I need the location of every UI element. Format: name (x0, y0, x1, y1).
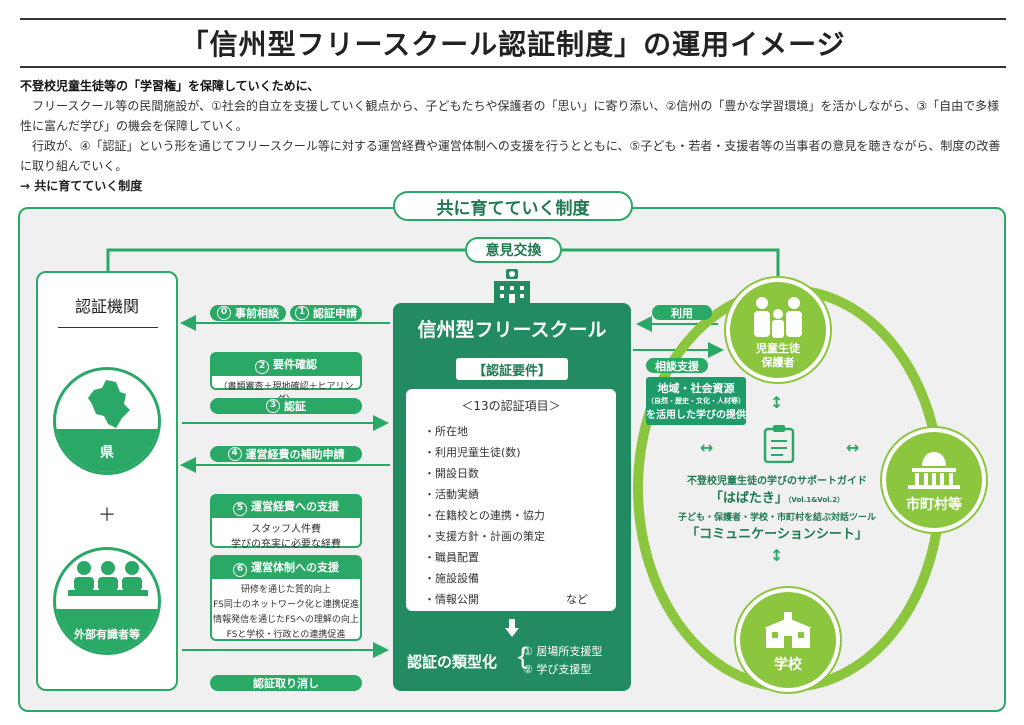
local-resources-tail: を活用した学びの提供 (646, 410, 746, 421)
flow-cost-item: スタッフ人件費 (251, 524, 321, 535)
support-guide-name: 「はばたき」 (709, 491, 788, 506)
type-option: ② 学び支援型 (523, 663, 592, 676)
flow-operation-system-support: 6 運営体制への支援 研修を通じた質的向上 FS同士のネットワーク化と連携促進 情… (210, 555, 362, 641)
flow-system-header: 6 運営体制への支援 (212, 557, 360, 579)
flow-num-5: 5 (233, 502, 247, 516)
flow-num-0: 0 (217, 306, 231, 320)
flow-cost-header: 5 運営経費への支援 (212, 496, 360, 518)
free-school-title: 信州型フリースクール (417, 319, 607, 341)
flow-num-4: 4 (227, 447, 242, 461)
use-label: 利用 (652, 305, 712, 320)
agency-title: 認証機関 (74, 297, 139, 316)
flow-system-item: 研修を通じた質的向上 (240, 585, 331, 595)
school-building-icon (764, 612, 812, 648)
city-label: 市町村等 (906, 497, 962, 513)
certification-agency: 認証機関 県 ＋ 外部有識者等 (36, 271, 178, 691)
parents-label: 児童生徒 保護者 (756, 342, 800, 369)
leftright-arrow-icon: ↔ (846, 438, 860, 457)
requirement-item: ・情報公開 (424, 593, 479, 606)
title-bar: 「信州型フリースクール認証制度」の運用イメージ (20, 18, 1006, 68)
flow-certify-label: 認証 (284, 400, 306, 413)
flow-prior-consult: 0 事前相談 (210, 305, 286, 321)
school-circle: 学校 (736, 588, 840, 692)
intro-lead: 不登校児童生徒等の「学習権」を保障していくために、 (20, 79, 320, 93)
flow-prior-consult-label: 事前相談 (235, 307, 279, 320)
people-meeting-icon (68, 561, 148, 596)
flow-num-2: 2 (255, 360, 269, 374)
down-arrow-icon (505, 619, 519, 637)
flow-requirement-label: 要件確認 (273, 358, 317, 371)
flow-operating-cost-support: 5 運営経費への支援 スタッフ人件費 学びの充実に必要な経費 (210, 494, 362, 550)
local-resources-title: 地域・社会資源 (657, 382, 735, 395)
flow-system-item: FSと学校・行政との連携促進 (226, 630, 346, 640)
leftright-arrow-icon: ↔ (700, 438, 714, 457)
comm-sheet-name: 「コミュニケーションシート」 (686, 527, 868, 542)
flow-cost-label: 運営経費への支援 (251, 500, 339, 513)
local-resources-sub: （自然・歴史・文化・人材等） (647, 397, 745, 405)
plus-sign: ＋ (98, 505, 116, 526)
flow-apply-label: 認証申請 (313, 307, 357, 320)
requirements-list: ＜13の認証項目＞ ・所在地 ・利用児童生徒(数) ・開設日数 ・活動実績 ・在… (406, 389, 616, 611)
intro-arrow-line: → 共に育てていく制度 (20, 179, 143, 193)
flow-system-label: 運営体制への支援 (251, 561, 339, 574)
requirement-item: ・開設日数 (424, 467, 479, 480)
requirement-etc: など (566, 593, 588, 606)
building-icon (494, 269, 530, 303)
requirement-item: ・支援方針・計画の策定 (424, 530, 545, 543)
support-guide-desc: 不登校児童生徒の学びのサポートガイド (687, 476, 867, 487)
city-circle: 市町村等 (882, 428, 986, 532)
flow-num-1: 1 (295, 306, 309, 320)
parents-circle: 児童生徒 保護者 (726, 278, 830, 382)
brace-icon: { (515, 643, 531, 671)
requirement-item: ・在籍校との連携・協力 (424, 509, 545, 522)
requirement-item: ・利用児童生徒(数) (424, 446, 521, 459)
agency-divider (58, 327, 158, 328)
requirements-label: 【認証要件】 (456, 358, 568, 380)
intro-para-2: 行政が、④「認証」という形を通じてフリースクール等に対する運営経費や運営体制への… (20, 139, 1001, 173)
prefecture-circle: 県 (53, 367, 161, 475)
requirement-item: ・施設設備 (424, 572, 479, 585)
flow-subsidy-apply-label: 運営経費の補助申請 (245, 448, 345, 461)
flow-cost-item: 学びの充実に必要な経費 (231, 539, 341, 550)
flow-num-3: 3 (266, 399, 280, 413)
requirements-heading: ＜13の認証項目＞ (461, 399, 561, 413)
updown-arrow-icon: ↕ (770, 393, 784, 412)
requirement-item: ・職員配置 (424, 551, 479, 564)
city-hall-icon (908, 452, 960, 489)
intro-para-1: フリースクール等の民間施設が、①社会的自立を支援していく観点から、子どもたちや保… (20, 99, 1000, 133)
clipboard-icon (763, 425, 795, 463)
flow-system-item: 情報発信を通じたFSへの理解の向上 (213, 615, 359, 625)
support-guide-title: 「はばたき」（Vol.1&Vol.2） (672, 487, 882, 506)
updown-arrow-icon: ↕ (770, 546, 784, 565)
school-label: 学校 (774, 657, 802, 673)
nagano-map-icon (88, 380, 130, 428)
page-title: 「信州型フリースクール認証制度」の運用イメージ (180, 28, 846, 61)
family-icon (754, 297, 802, 338)
requirement-item: ・所在地 (424, 425, 468, 438)
flow-revoke: 認証取り消し (210, 675, 362, 691)
certification-type-label: 認証の類型化 (407, 653, 498, 671)
comm-sheet-desc: 子ども・保護者・学校・市町村を結ぶ対話ツール (677, 513, 876, 523)
experts-circle: 外部有識者等 (53, 547, 161, 655)
intro-text: 不登校児童生徒等の「学習権」を保障していくために、 フリースクール等の民間施設が… (20, 76, 1010, 196)
flow-num-6: 6 (233, 563, 247, 577)
top-label: 共に育てていく制度 (393, 191, 633, 221)
prefecture-label: 県 (100, 445, 114, 461)
support-guide: 不登校児童生徒の学びのサポートガイド 「はばたき」（Vol.1&Vol.2） 子… (672, 472, 882, 542)
local-resources-box: 地域・社会資源 （自然・歴史・文化・人材等） を活用した学びの提供 (646, 377, 746, 425)
support-guide-vol: （Vol.1&Vol.2） (787, 496, 845, 504)
type-option: ① 居場所支援型 (523, 645, 603, 658)
opinion-exchange-label: 意見交換 (465, 237, 562, 263)
experts-label: 外部有識者等 (74, 628, 140, 641)
flow-system-item: FS同士のネットワーク化と連携促進 (213, 600, 359, 610)
flow-requirement-header: 2 要件確認 (212, 354, 360, 376)
consult-support-label: 相談支援 (646, 358, 708, 373)
requirement-item: ・活動実績 (424, 488, 479, 501)
flow-apply: 1 認証申請 (290, 305, 362, 321)
free-school-box: 信州型フリースクール 【認証要件】 ＜13の認証項目＞ ・所在地 ・利用児童生徒… (393, 303, 631, 691)
flow-certify: 3 認証 (210, 398, 362, 414)
